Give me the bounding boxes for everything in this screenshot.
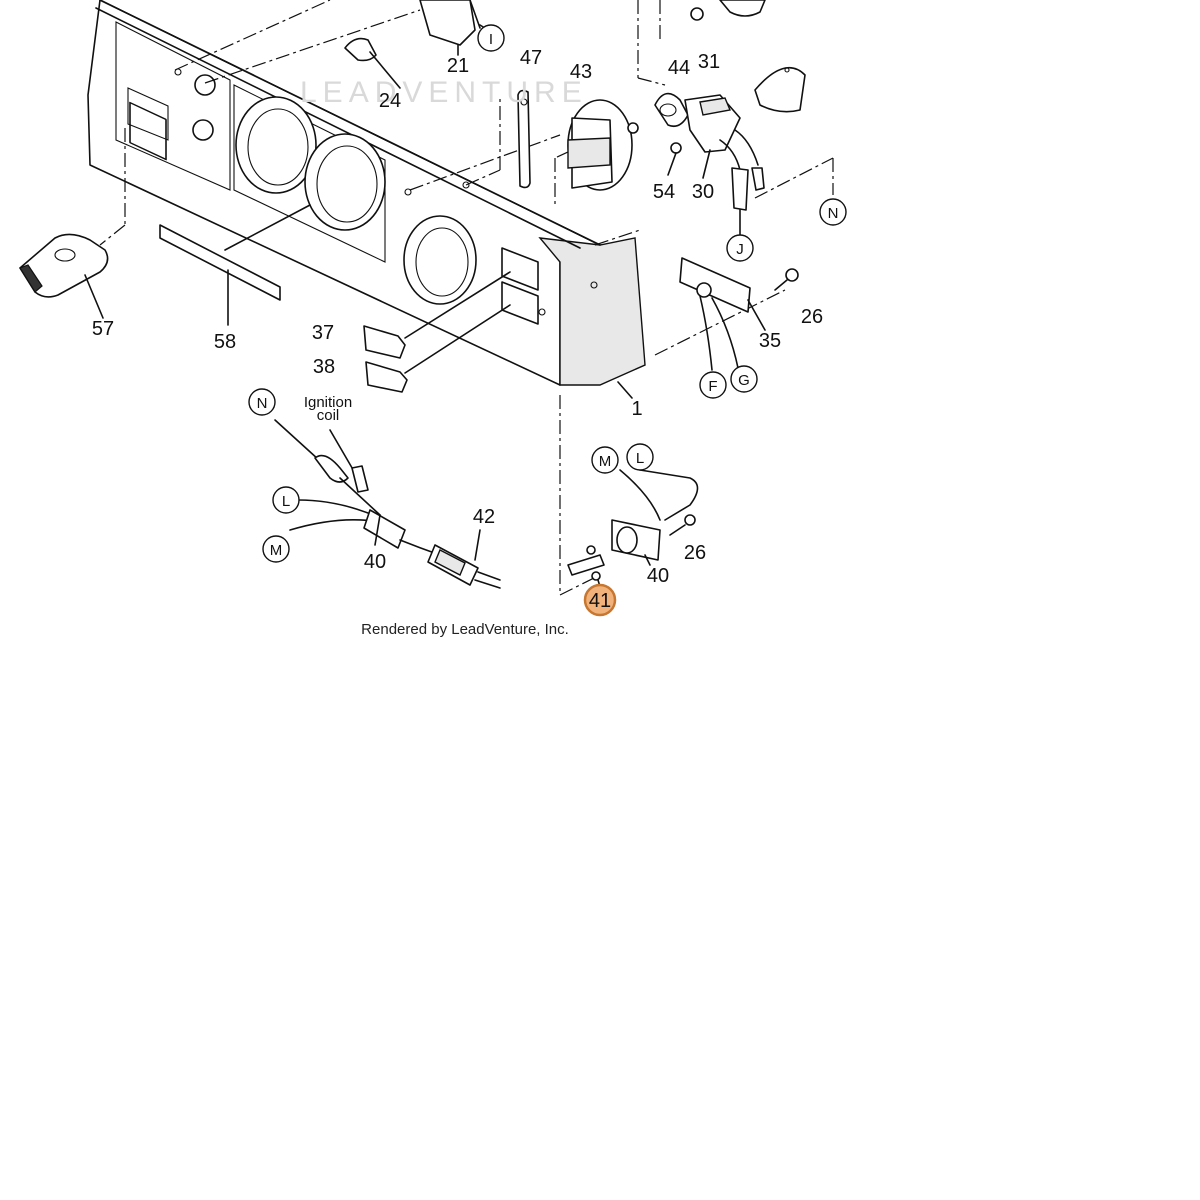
label-part-24[interactable]: 24 [379,90,401,112]
part-1-leader [617,381,633,399]
ignition-coil-note: Ignition coil [304,394,352,424]
part-43-knob [567,99,639,191]
dashboard-panel [87,0,646,386]
ignition-label-line1: Ignition [304,394,352,411]
label-part-40-right[interactable]: 40 [647,565,669,587]
parts-21-24 [344,0,489,89]
ignition-switch-assembly [654,0,806,236]
callout-M-left[interactable]: M [270,542,283,559]
label-part-38[interactable]: 38 [313,356,335,378]
label-part-41[interactable]: 41 [589,590,611,612]
highlight-part-41[interactable]: 41 [583,583,617,617]
label-part-30[interactable]: 30 [692,181,714,203]
callout-L-right[interactable]: L [636,450,644,467]
label-part-40-left[interactable]: 40 [364,551,386,573]
callout-M-right[interactable]: M [599,453,612,470]
label-part-44[interactable]: 44 [668,57,690,79]
label-part-47[interactable]: 47 [520,47,542,69]
label-part-26-upper[interactable]: 26 [801,306,823,328]
callout-N-top[interactable]: N [828,205,839,222]
part-number-labels: 1 21 24 26 26 30 31 35 37 38 40 40 42 43… [92,47,823,587]
label-part-57[interactable]: 57 [92,318,114,340]
part-35-switch-plate [679,257,799,371]
part-37-38-switches [363,271,511,393]
label-part-37[interactable]: 37 [312,322,334,344]
leader-lines [99,0,834,596]
part-57-plug [19,233,109,319]
callout-N-left[interactable]: N [257,395,268,412]
part-47-bracket [517,89,531,189]
label-part-35[interactable]: 35 [759,330,781,352]
wiring-harness-left [274,419,501,589]
connector-callouts: I J N F G N L M L M [248,24,847,563]
label-part-54[interactable]: 54 [653,181,675,203]
watermark: LEADVENTURE [300,76,588,109]
callout-J[interactable]: J [736,241,744,258]
part-58-decal [159,204,311,326]
callout-G[interactable]: G [738,372,750,389]
callout-L-left[interactable]: L [282,493,290,510]
callout-I[interactable]: I [489,31,493,48]
label-part-21[interactable]: 21 [447,55,469,77]
label-part-42[interactable]: 42 [473,506,495,528]
label-part-26-lower[interactable]: 26 [684,542,706,564]
label-part-31[interactable]: 31 [698,51,720,73]
label-part-58[interactable]: 58 [214,331,236,353]
label-part-43[interactable]: 43 [570,61,592,83]
part-40-41-sensor [567,469,699,591]
credit-text: Rendered by LeadVenture, Inc. [361,621,569,638]
callout-F[interactable]: F [708,378,717,395]
ignition-label-line2: coil [317,407,340,424]
label-part-1[interactable]: 1 [631,398,642,420]
